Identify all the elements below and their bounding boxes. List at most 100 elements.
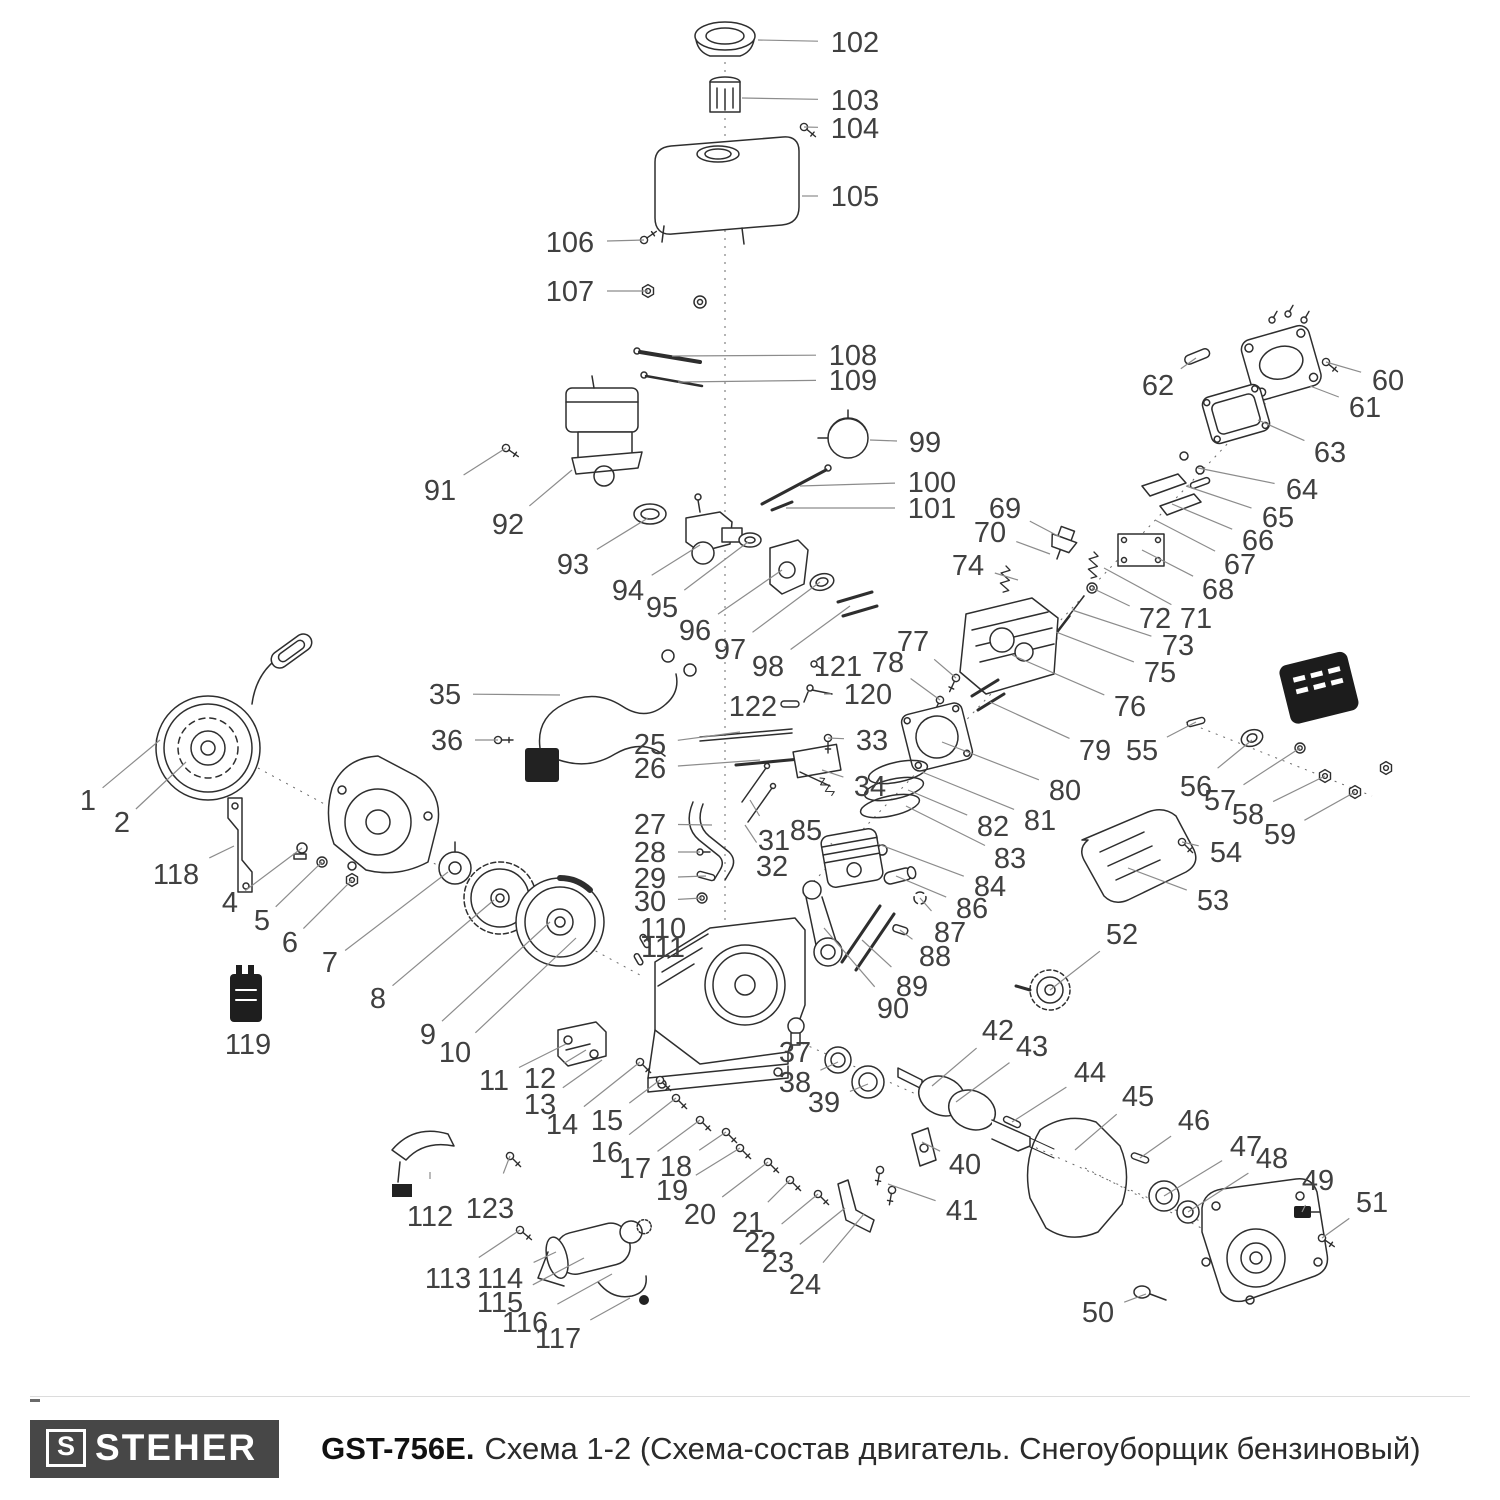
part-number: 75: [1144, 657, 1176, 689]
part-callout-10: 10: [439, 937, 577, 1069]
flywheel: [515, 875, 605, 967]
part-number: 70: [974, 517, 1006, 549]
governor-arm-120: [803, 684, 833, 703]
part-callout-78: 78: [872, 647, 941, 701]
leader-line: [1166, 721, 1197, 738]
part-number: 48: [1256, 1143, 1288, 1175]
part-number: 17: [619, 1153, 651, 1185]
part-number: 55: [1126, 735, 1158, 767]
part-callout-79: 79: [989, 701, 1111, 767]
part-number: 44: [1074, 1057, 1106, 1089]
part-number: 31: [758, 825, 790, 857]
leader-line: [1257, 419, 1305, 442]
part-callout-84: 84: [877, 843, 1006, 903]
leader-line: [790, 605, 851, 650]
part-number: 36: [431, 725, 463, 757]
leader-line: [830, 842, 833, 845]
leader-line: [677, 731, 741, 741]
wire-harness-35: [525, 649, 697, 782]
part-callout-87: 87: [919, 897, 966, 949]
leader-line: [671, 354, 817, 357]
part-number: 108: [829, 340, 877, 372]
valve-spring-icon: [995, 564, 1016, 595]
part-callout-111: 111: [641, 932, 685, 964]
part-number: 37: [779, 1037, 811, 1069]
steher-logo-text: STEHER: [95, 1427, 258, 1468]
fastener-icon: [1267, 309, 1281, 325]
part-number: 76: [1114, 691, 1146, 723]
part-callout-6: 6: [282, 879, 353, 959]
part-number: 81: [1024, 805, 1056, 837]
leader-line: [1243, 747, 1301, 786]
leader-line: [1217, 739, 1253, 769]
leader-line: [590, 1297, 631, 1321]
leader-line: [931, 1047, 977, 1087]
fastener-icon: [638, 227, 660, 246]
flywheel-keys-110-111: [633, 933, 651, 966]
fastener-icon: [1283, 303, 1297, 319]
leader-line: [1154, 519, 1216, 552]
push-rods-89: [840, 904, 896, 972]
fastener-icon: [873, 1165, 885, 1187]
footer-tick: [30, 1399, 40, 1402]
part-callout-5: 5: [254, 861, 323, 937]
fuel-filter: [709, 76, 741, 113]
part-number: 35: [429, 679, 461, 711]
part-number: 63: [1314, 437, 1346, 469]
part-number: 117: [535, 1323, 581, 1355]
part-callout-14: 14: [546, 1061, 641, 1141]
part-number: 11: [479, 1065, 509, 1097]
part-number: 107: [546, 276, 594, 308]
part-number: 111: [641, 932, 685, 964]
part-callout-33: 33: [827, 725, 888, 757]
part-callout-76: 76: [1011, 654, 1146, 723]
mount-bracket-118: [227, 797, 253, 893]
fastener-icon: [762, 1156, 782, 1176]
part-callout-92: 92: [492, 469, 573, 541]
part-number: 69: [989, 493, 1021, 525]
part-number: 32: [756, 851, 788, 883]
part-number: 5: [254, 905, 270, 937]
part-callout-57: 57: [1204, 747, 1301, 817]
part-callout-66: 66: [1171, 503, 1274, 557]
valve-cover: [1240, 324, 1322, 401]
leader-line: [695, 1147, 741, 1176]
head-gasket: [900, 702, 974, 772]
part-number: 95: [646, 592, 678, 624]
part-callout-28: 28: [634, 837, 700, 869]
part-callout-110: 110: [640, 913, 686, 945]
fastener-icon: [720, 1126, 740, 1146]
oil-seal-38: [824, 1046, 852, 1074]
leader-line: [1016, 541, 1051, 555]
leader-line: [887, 1183, 936, 1202]
leader-line: [562, 1059, 603, 1089]
leader-line: [677, 379, 817, 383]
part-callout-48: 48: [1187, 1143, 1288, 1213]
part-number: 27: [634, 809, 666, 841]
part-callout-114: 114: [477, 1251, 557, 1295]
part-number: 58: [1232, 799, 1264, 831]
part-number: 25: [634, 729, 666, 761]
part-number: 23: [762, 1247, 794, 1279]
part-number: 50: [1082, 1297, 1114, 1329]
crankshaft: [897, 1067, 1055, 1159]
leader-line: [1171, 503, 1233, 530]
tank-grommet: [693, 295, 707, 309]
part-callout-81: 81: [921, 771, 1056, 837]
part-callout-102: 102: [757, 27, 879, 59]
intake-manifold-27: [688, 801, 735, 881]
part-number: 79: [1079, 735, 1111, 767]
part-callout-98: 98: [752, 605, 851, 683]
part-callout-39: 39: [808, 1083, 869, 1119]
part-callout-12: 12: [524, 1049, 587, 1095]
part-number: 80: [1049, 775, 1081, 807]
leader-line: [1091, 587, 1130, 607]
part-number: 101: [908, 493, 956, 525]
part-callout-58: 58: [1232, 775, 1326, 831]
valve-spring-icon: [1083, 550, 1104, 581]
part-callout-99: 99: [869, 427, 941, 459]
leader-line: [502, 1155, 511, 1174]
part-number: 41: [946, 1195, 978, 1227]
part-number: 91: [424, 475, 456, 507]
leader-line: [518, 1043, 567, 1069]
